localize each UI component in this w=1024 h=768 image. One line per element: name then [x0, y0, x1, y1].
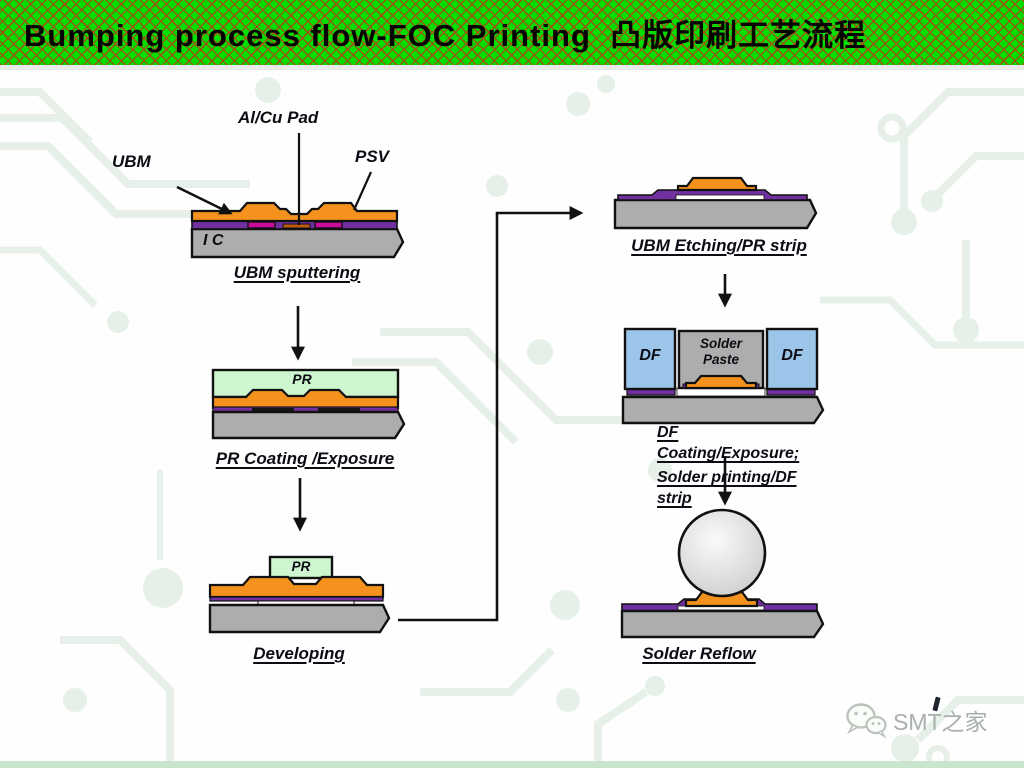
ic-substrate	[190, 227, 405, 259]
ubm-bump	[684, 374, 758, 390]
caption-pr-coating: PR Coating /Exposure	[215, 449, 395, 468]
slide-title: Bumping process flow-FOC Printing 凸版印刷工艺…	[24, 18, 867, 53]
label-pr-coating: PR	[292, 371, 312, 387]
label-ubm: UBM	[112, 152, 151, 171]
caption-df-coating: DF Coating/Exposure;	[657, 424, 800, 463]
alcu-pad-center	[282, 223, 311, 229]
step-df-solder-printing	[621, 327, 825, 425]
exposed-segment-right	[318, 408, 360, 412]
label-ic: I C	[203, 232, 224, 249]
ubm-layer	[190, 201, 399, 223]
pad-left	[247, 221, 276, 229]
seed-layer	[675, 194, 765, 200]
ic-substrate	[620, 609, 825, 639]
ic-substrate	[208, 603, 391, 634]
ubm-layer	[208, 575, 385, 599]
label-df-right: DF	[781, 347, 803, 364]
label-df-left: DF	[639, 347, 661, 364]
wechat-icon	[846, 703, 887, 739]
ic-substrate	[211, 410, 406, 440]
step-ubm-etching	[613, 176, 818, 230]
ic-substrate	[621, 395, 825, 425]
step-ubm-sputtering	[176, 133, 405, 259]
pad-right	[314, 221, 343, 229]
ubm-bump	[676, 176, 758, 192]
caption-developing: Developing	[253, 644, 345, 663]
seed-layer	[676, 387, 766, 397]
circuit-nodes	[63, 75, 979, 762]
label-solder-paste: Solder Paste	[699, 336, 742, 367]
psv-layer	[209, 596, 384, 602]
circuit-traces	[0, 88, 1024, 768]
step-pr-coating	[211, 368, 406, 440]
caption-ubm-sputtering: UBM sputtering	[233, 263, 361, 282]
caption-solder-printing: Solder printing/DF strip	[657, 469, 797, 508]
watermark: SMT之家	[845, 701, 988, 739]
label-psv: PSV	[355, 147, 390, 166]
psv-pointer-line	[352, 171, 373, 211]
ubm-pointer-line	[176, 185, 233, 215]
label-alcu-pad: Al/Cu Pad	[238, 108, 319, 127]
caption-solder-reflow: Solder Reflow	[642, 644, 756, 663]
bottom-edge-strip	[0, 761, 1024, 768]
slide-header: Bumping process flow-FOC Printing 凸版印刷工艺…	[0, 0, 1024, 70]
caption-ubm-etching: UBM Etching/PR strip	[631, 236, 807, 255]
label-pr-developing: PR	[291, 559, 311, 574]
watermark-text: SMT之家	[893, 709, 988, 735]
df-block-right	[765, 327, 819, 391]
step-developing	[208, 555, 391, 634]
df-block-left	[623, 327, 677, 391]
pr-block	[268, 555, 334, 580]
exposed-segment-left	[252, 408, 294, 412]
connector-step3-step4	[398, 205, 584, 622]
ubm-layer	[211, 388, 400, 410]
solder-ball	[677, 508, 767, 598]
ic-substrate	[613, 198, 818, 230]
step-solder-reflow	[620, 508, 825, 639]
